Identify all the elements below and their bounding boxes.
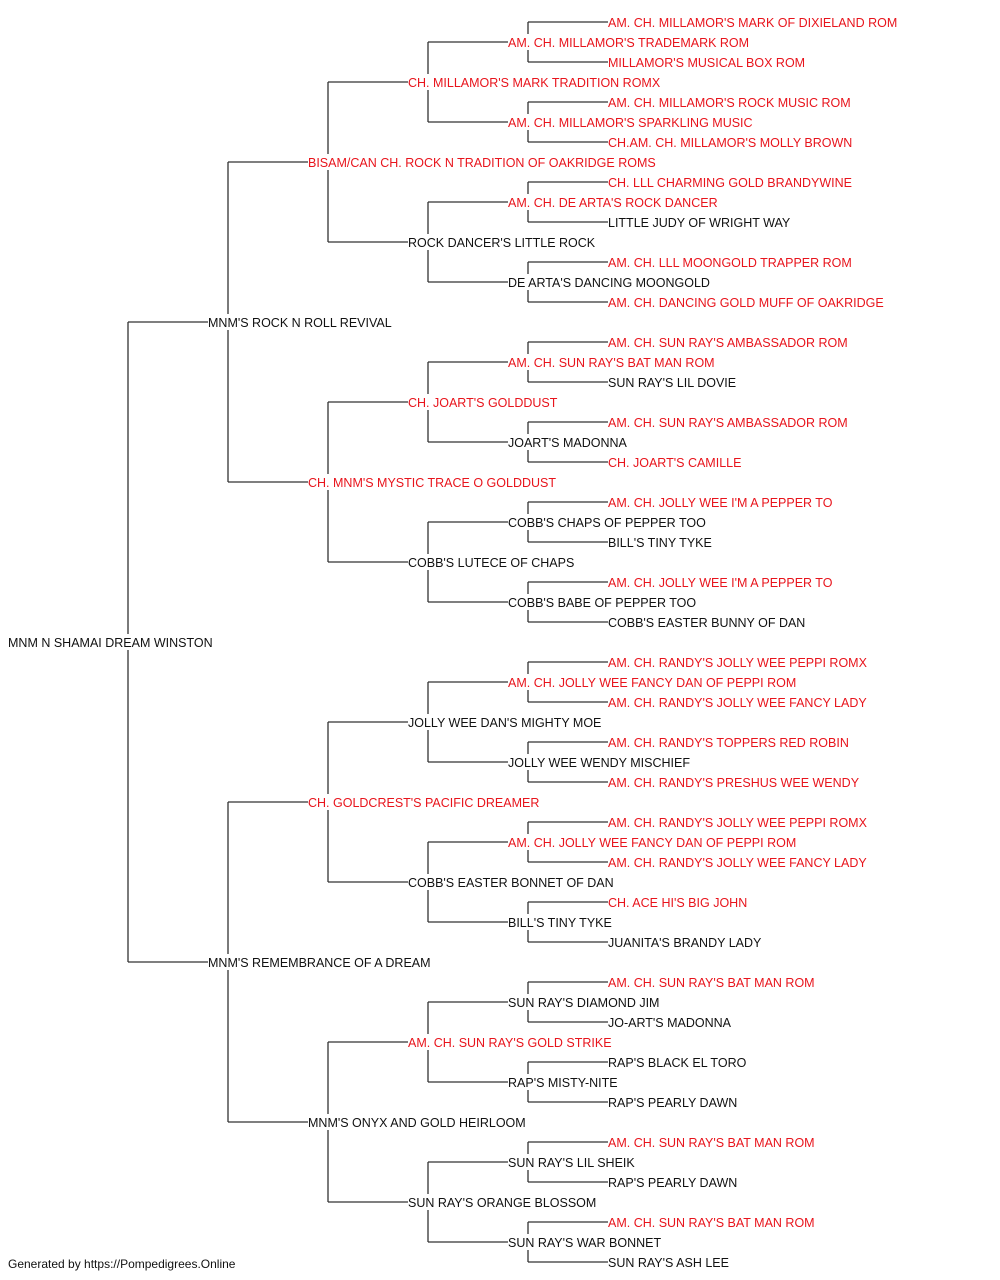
sire-dam-sire-sire-name: AM. CH. SUN RAY'S BAT MAN ROM (508, 356, 715, 370)
sire-dam-dam-sire-sire-name: AM. CH. JOLLY WEE I'M A PEPPER TO (608, 496, 833, 510)
sire-dam-dam-sire-dam-name: BILL'S TINY TYKE (608, 536, 712, 550)
sire-sire-sire-dam-dam-name: CH.AM. CH. MILLAMOR'S MOLLY BROWN (608, 136, 852, 150)
sire-sire-dam-dam-dam-name: AM. CH. DANCING GOLD MUFF OF OAKRIDGE (608, 296, 884, 310)
sire-dam-dam-sire-name: COBB'S CHAPS OF PEPPER TOO (508, 516, 706, 530)
dam-sire-dam-dam-sire-name: CH. ACE HI'S BIG JOHN (608, 896, 747, 910)
sire-dam-sire-dam-dam-name: CH. JOART'S CAMILLE (608, 456, 741, 470)
sire-dam-dam-dam-dam-name: COBB'S EASTER BUNNY OF DAN (608, 616, 805, 630)
dam-dam-sire-dam-dam-name: RAP'S PEARLY DAWN (608, 1096, 737, 1110)
dam-dam-sire-name: AM. CH. SUN RAY'S GOLD STRIKE (408, 1036, 612, 1050)
dam-dam-sire-dam-sire-name: RAP'S BLACK EL TORO (608, 1056, 747, 1070)
sire-name: MNM'S ROCK N ROLL REVIVAL (208, 316, 392, 330)
sire-sire-sire-dam-name: AM. CH. MILLAMOR'S SPARKLING MUSIC (508, 116, 753, 130)
sire-sire-sire-dam-sire-name: AM. CH. MILLAMOR'S ROCK MUSIC ROM (608, 96, 851, 110)
pedigree-connectors (127, 21, 608, 1263)
sire-sire-sire-sire-dam-name: MILLAMOR'S MUSICAL BOX ROM (608, 56, 805, 70)
dam-dam-sire-sire-sire-name: AM. CH. SUN RAY'S BAT MAN ROM (608, 976, 815, 990)
dam-dam-dam-dam-name: SUN RAY'S WAR BONNET (508, 1236, 661, 1250)
dam-sire-dam-sire-name: AM. CH. JOLLY WEE FANCY DAN OF PEPPI ROM (508, 836, 796, 850)
dam-dam-dam-name: SUN RAY'S ORANGE BLOSSOM (408, 1196, 596, 1210)
sire-sire-name: BISAM/CAN CH. ROCK N TRADITION OF OAKRID… (308, 156, 656, 170)
sire-sire-dam-name: ROCK DANCER'S LITTLE ROCK (408, 236, 596, 250)
dam-sire-sire-dam-name: JOLLY WEE WENDY MISCHIEF (508, 756, 690, 770)
dam-sire-sire-sire-name: AM. CH. JOLLY WEE FANCY DAN OF PEPPI ROM (508, 676, 796, 690)
dam-sire-dam-name: COBB'S EASTER BONNET OF DAN (408, 876, 614, 890)
dam-dam-name: MNM'S ONYX AND GOLD HEIRLOOM (308, 1116, 526, 1130)
sire-sire-sire-name: CH. MILLAMOR'S MARK TRADITION ROMX (408, 76, 661, 90)
dam-dam-dam-sire-sire-name: AM. CH. SUN RAY'S BAT MAN ROM (608, 1136, 815, 1150)
footer-credit: Generated by https://Pompedigrees.Online (8, 1257, 236, 1271)
dam-dam-dam-dam-dam-name: SUN RAY'S ASH LEE (608, 1256, 729, 1270)
dam-name: MNM'S REMEMBRANCE OF A DREAM (208, 956, 431, 970)
dam-sire-dam-dam-dam-name: JUANITA'S BRANDY LADY (608, 936, 762, 950)
dam-sire-sire-name: JOLLY WEE DAN'S MIGHTY MOE (408, 716, 601, 730)
sire-sire-dam-sire-dam-name: LITTLE JUDY OF WRIGHT WAY (608, 216, 791, 230)
sire-dam-dam-name: COBB'S LUTECE OF CHAPS (408, 556, 574, 570)
sire-dam-sire-dam-sire-name: AM. CH. SUN RAY'S AMBASSADOR ROM (608, 416, 848, 430)
dam-sire-sire-sire-dam-name: AM. CH. RANDY'S JOLLY WEE FANCY LADY (608, 696, 867, 710)
sire-dam-sire-sire-sire-name: AM. CH. SUN RAY'S AMBASSADOR ROM (608, 336, 848, 350)
sire-dam-sire-sire-dam-name: SUN RAY'S LIL DOVIE (608, 376, 736, 390)
sire-dam-name: CH. MNM'S MYSTIC TRACE O GOLDDUST (308, 476, 556, 490)
sire-sire-dam-sire-name: AM. CH. DE ARTA'S ROCK DANCER (508, 196, 718, 210)
dam-sire-dam-dam-name: BILL'S TINY TYKE (508, 916, 612, 930)
dam-dam-sire-sire-name: SUN RAY'S DIAMOND JIM (508, 996, 659, 1010)
dam-dam-dam-dam-sire-name: AM. CH. SUN RAY'S BAT MAN ROM (608, 1216, 815, 1230)
sire-sire-dam-sire-sire-name: CH. LLL CHARMING GOLD BRANDYWINE (608, 176, 852, 190)
dam-dam-sire-sire-dam-name: JO-ART'S MADONNA (608, 1016, 732, 1030)
dam-dam-dam-sire-dam-name: RAP'S PEARLY DAWN (608, 1176, 737, 1190)
sire-sire-dam-dam-name: DE ARTA'S DANCING MOONGOLD (508, 276, 710, 290)
dam-dam-dam-sire-name: SUN RAY'S LIL SHEIK (508, 1156, 635, 1170)
pedigree-names: MNM N SHAMAI DREAM WINSTON MNM'S ROCK N R… (8, 16, 897, 1270)
dam-sire-sire-sire-sire-name: AM. CH. RANDY'S JOLLY WEE PEPPI ROMX (608, 656, 868, 670)
dam-sire-sire-dam-dam-name: AM. CH. RANDY'S PRESHUS WEE WENDY (608, 776, 860, 790)
sire-dam-sire-dam-name: JOART'S MADONNA (508, 436, 627, 450)
subject-name: MNM N SHAMAI DREAM WINSTON (8, 636, 213, 650)
sire-dam-dam-dam-sire-name: AM. CH. JOLLY WEE I'M A PEPPER TO (608, 576, 833, 590)
sire-sire-sire-sire-sire-name: AM. CH. MILLAMOR'S MARK OF DIXIELAND ROM (608, 16, 897, 30)
dam-sire-dam-sire-sire-name: AM. CH. RANDY'S JOLLY WEE PEPPI ROMX (608, 816, 868, 830)
dam-sire-name: CH. GOLDCREST'S PACIFIC DREAMER (308, 796, 539, 810)
dam-sire-sire-dam-sire-name: AM. CH. RANDY'S TOPPERS RED ROBIN (608, 736, 849, 750)
sire-dam-dam-dam-name: COBB'S BABE OF PEPPER TOO (508, 596, 696, 610)
dam-dam-sire-dam-name: RAP'S MISTY-NITE (508, 1076, 618, 1090)
sire-sire-sire-sire-name: AM. CH. MILLAMOR'S TRADEMARK ROM (508, 36, 749, 50)
dam-sire-dam-sire-dam-name: AM. CH. RANDY'S JOLLY WEE FANCY LADY (608, 856, 867, 870)
sire-dam-sire-name: CH. JOART'S GOLDDUST (408, 396, 558, 410)
sire-sire-dam-dam-sire-name: AM. CH. LLL MOONGOLD TRAPPER ROM (608, 256, 852, 270)
